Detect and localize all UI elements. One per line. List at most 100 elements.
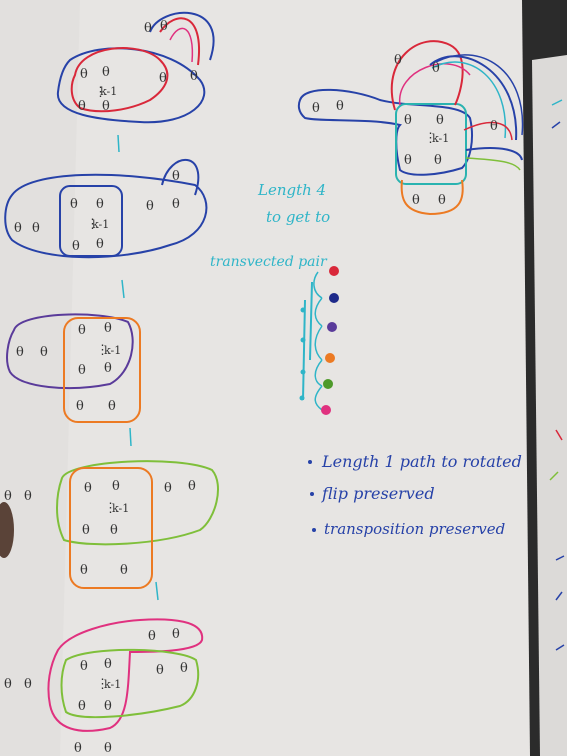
finger-edge (0, 502, 14, 558)
connector-line (117, 134, 120, 153)
theta-symbol: θ (84, 481, 92, 496)
right-page-edge (532, 55, 567, 756)
theta-symbol: θ (24, 489, 32, 504)
theta-symbol: θ (104, 741, 112, 756)
theta-symbol: θ (70, 197, 78, 212)
red-arc (159, 17, 201, 66)
mark (555, 591, 563, 601)
mark (551, 99, 563, 106)
theta-symbol: θ (146, 199, 154, 214)
ellipsis-mark: ⋮ (94, 85, 107, 100)
mark (555, 555, 565, 561)
bullet-text-2: flip preserved (321, 484, 435, 503)
mark (551, 121, 561, 129)
theta-symbol: θ (78, 699, 86, 714)
purple-loop (6, 313, 134, 389)
note-line-1: Length 4 (257, 181, 326, 199)
theta-symbol: θ (80, 67, 88, 82)
theta-symbol: θ (80, 659, 88, 674)
theta-symbol: θ (4, 489, 12, 504)
diagram-2: θ θ θ θ ⋮ k-1 θ θ θ θ θ (4, 159, 208, 259)
theta-symbol: θ (16, 345, 24, 360)
theta-symbol: θ (432, 61, 440, 76)
theta-symbol: θ (78, 323, 86, 338)
pink-loop (47, 618, 204, 732)
path-node (300, 337, 306, 343)
theta-symbol: θ (434, 153, 442, 168)
theta-symbol: θ (102, 65, 110, 80)
theta-symbol: θ (159, 71, 167, 86)
orange-loop (400, 179, 464, 216)
theta-symbol: θ (102, 99, 110, 114)
k-minus-1-label: k-1 (92, 218, 109, 231)
theta-symbol: θ (160, 19, 168, 34)
path-line (309, 281, 313, 361)
theta-symbol: θ (104, 699, 112, 714)
green-loop (60, 648, 200, 719)
theta-symbol: θ (96, 237, 104, 252)
theta-symbol: θ (148, 629, 156, 644)
theta-symbol: θ (104, 657, 112, 672)
theta-symbol: θ (172, 197, 180, 212)
theta-symbol: θ (438, 193, 446, 208)
k-minus-1-label: k-1 (104, 678, 121, 691)
theta-symbol: θ (24, 677, 32, 692)
diagram-3: θ θ θ θ ⋮ k-1 θ θ θ θ (6, 313, 141, 423)
diagram-1: θ θ θ θ θ θ ⋮ k-1 θ θ (56, 11, 215, 124)
path-node (300, 369, 306, 375)
theta-symbol: θ (336, 99, 344, 114)
theta-symbol: θ (76, 399, 84, 414)
k-minus-1-label: k-1 (432, 132, 449, 145)
bullet-dot (310, 492, 314, 496)
k-minus-1-label: k-1 (112, 502, 129, 515)
path-arcs (313, 271, 323, 411)
theta-symbol: θ (108, 399, 116, 414)
theta-symbol: θ (78, 99, 86, 114)
path-node (300, 307, 306, 313)
theta-symbol: θ (82, 523, 90, 538)
ellipsis-mark: ⋮ (86, 217, 99, 232)
theta-symbol: θ (32, 221, 40, 236)
theta-symbol: θ (404, 153, 412, 168)
ellipsis-mark: ⋮ (104, 501, 117, 516)
theta-symbol: θ (188, 479, 196, 494)
mark (555, 429, 563, 441)
theta-symbol: θ (96, 197, 104, 212)
bullet-dot (308, 460, 312, 464)
blue-arc (161, 159, 200, 196)
theta-symbol: θ (404, 113, 412, 128)
orange-box (69, 467, 153, 589)
theta-symbol: θ (436, 113, 444, 128)
ellipsis-mark: ⋮ (96, 343, 109, 358)
theta-symbol: θ (394, 53, 402, 68)
teal-box (395, 103, 467, 185)
bullet-dot (312, 528, 316, 532)
diagram-5: θ θ θ θ θ θ ⋮ k-1 θ θ θ θ θ θ (4, 618, 204, 756)
mark (549, 471, 559, 481)
orange-box (63, 317, 141, 423)
connector-line (129, 427, 132, 447)
theta-symbol: θ (412, 193, 420, 208)
pink-arc (169, 27, 194, 63)
theta-symbol: θ (40, 345, 48, 360)
blue-box (59, 185, 123, 257)
bullet-notes: Length 1 path to rotated flip preserved … (308, 452, 522, 538)
red-arc (463, 121, 513, 141)
teal-arc (431, 61, 507, 139)
diagram-top-right: θ θ θ θ θ θ ⋮ k-1 θ θ θ θ θ (297, 40, 524, 216)
ellipsis-mark: ⋮ (424, 131, 437, 146)
pink-arc (399, 63, 471, 106)
diagram-4: θ θ θ θ ⋮ k-1 θ θ θ θ θ θ (4, 460, 219, 589)
path-line (302, 299, 306, 401)
connector-line (121, 279, 125, 299)
theta-symbol: θ (4, 677, 12, 692)
theta-symbol: θ (144, 21, 152, 36)
k-minus-1-label: k-1 (100, 85, 117, 98)
path-node (299, 395, 305, 401)
theta-symbol: θ (180, 661, 188, 676)
orange-dot (325, 353, 335, 363)
right-page-marks (549, 99, 565, 651)
theta-symbol: θ (172, 169, 180, 184)
colored-path-chain (299, 266, 339, 415)
theta-symbol: θ (190, 69, 198, 84)
